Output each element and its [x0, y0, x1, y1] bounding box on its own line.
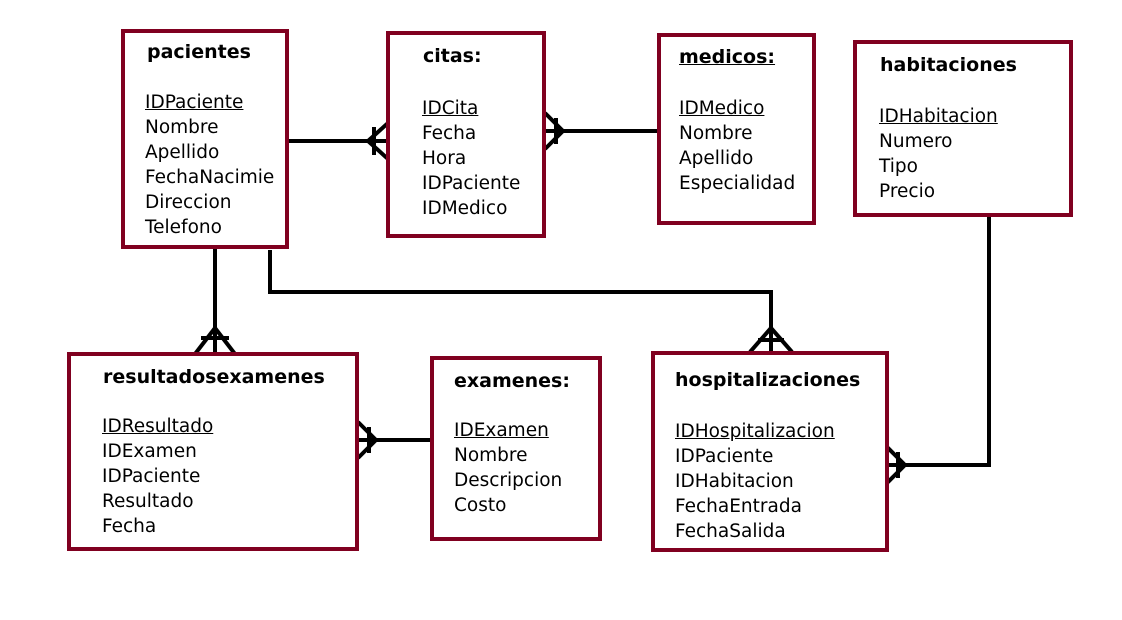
- entity-title: resultadosexamenes: [103, 366, 325, 388]
- attribute: Numero: [879, 131, 953, 152]
- attribute: Nombre: [679, 123, 753, 144]
- attribute: Descripcion: [454, 470, 563, 491]
- primary-key: IDHospitalizacion: [675, 421, 835, 442]
- primary-key: IDPaciente: [145, 92, 244, 113]
- rel-pacientes-resultados: [193, 248, 237, 356]
- attribute: IDPaciente: [422, 173, 521, 194]
- primary-key: IDCita: [422, 98, 479, 119]
- entity-examenes: examenes: IDExamen Nombre Descripcion Co…: [430, 356, 602, 541]
- primary-key: IDExamen: [454, 420, 549, 441]
- attribute: Nombre: [145, 117, 219, 138]
- attribute: Direccion: [145, 192, 232, 213]
- primary-key: IDResultado: [102, 416, 214, 437]
- entity-citas: citas: IDCita Fecha Hora IDPaciente IDMe…: [386, 31, 546, 238]
- attribute: IDHabitacion: [675, 471, 794, 492]
- attribute: IDMedico: [422, 198, 508, 219]
- entity-title: habitaciones: [880, 54, 1017, 76]
- attribute: IDExamen: [102, 441, 197, 462]
- rel-examenes-resultados: [356, 420, 432, 460]
- attribute: Fecha: [102, 516, 157, 537]
- attribute: Fecha: [422, 123, 477, 144]
- attribute: Hora: [422, 148, 467, 169]
- entity-title: medicos:: [679, 46, 776, 68]
- rel-pacientes-hospitalizaciones: [268, 250, 794, 354]
- entity-pacientes: pacientes IDPaciente Nombre Apellido Fec…: [121, 29, 289, 249]
- rel-pacientes-citas: [288, 121, 390, 161]
- rel-habitaciones-hospitalizaciones: [885, 216, 991, 485]
- attribute: FechaEntrada: [675, 496, 802, 517]
- attribute: Costo: [454, 495, 507, 516]
- rel-medicos-citas: [543, 111, 659, 151]
- entity-title: hospitalizaciones: [675, 369, 861, 391]
- attribute: Apellido: [145, 142, 220, 163]
- primary-key: IDMedico: [679, 98, 765, 119]
- entity-resultadosexamenes: resultadosexamenes IDResultado IDExamen …: [67, 352, 359, 551]
- attribute: Resultado: [102, 491, 194, 512]
- entity-medicos: medicos: IDMedico Nombre Apellido Especi…: [657, 33, 816, 225]
- attribute: Telefono: [145, 217, 222, 238]
- attribute: IDPaciente: [675, 446, 774, 467]
- attribute: FechaSalida: [675, 521, 786, 542]
- attribute: IDPaciente: [102, 466, 201, 487]
- attribute: Apellido: [679, 148, 754, 169]
- attribute: Precio: [879, 181, 936, 202]
- entity-title: citas:: [423, 45, 482, 67]
- attribute: Tipo: [879, 156, 918, 177]
- primary-key: IDHabitacion: [879, 106, 998, 127]
- entity-habitaciones: habitaciones IDHabitacion Numero Tipo Pr…: [853, 40, 1073, 217]
- entity-title: pacientes: [147, 41, 251, 63]
- attribute: Nombre: [454, 445, 528, 466]
- attribute: Especialidad: [679, 173, 796, 194]
- attribute: FechaNacimie: [145, 167, 275, 188]
- entity-title: examenes:: [454, 370, 570, 392]
- entity-hospitalizaciones: hospitalizaciones IDHospitalizacion IDPa…: [651, 351, 889, 552]
